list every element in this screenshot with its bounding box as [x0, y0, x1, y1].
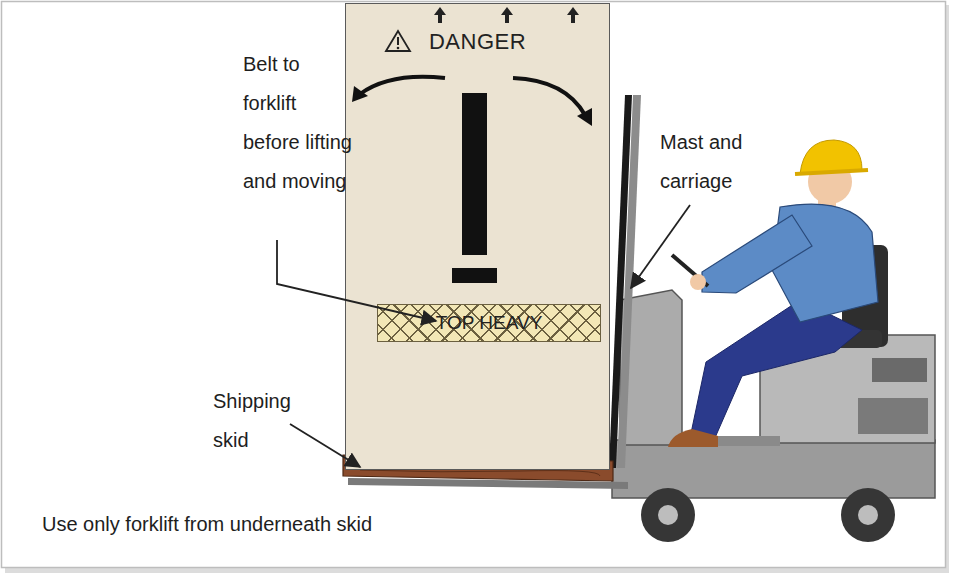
- tipping-arrowhead: [352, 86, 368, 102]
- leader-line: [631, 205, 690, 288]
- wood-grain: [360, 470, 600, 476]
- note-text: Use only forklift from underneath skid: [42, 505, 482, 544]
- callout-label: Mast and carriage: [660, 123, 770, 201]
- up-arrow: [434, 7, 446, 23]
- housing-panel: [872, 358, 927, 382]
- up-arrows: [434, 7, 579, 23]
- operator-hand: [690, 274, 706, 290]
- housing-panel: [858, 398, 928, 434]
- callout-label: Shipping skid: [213, 382, 305, 460]
- tipping-arrowhead: [577, 108, 592, 126]
- operator-legs: [690, 300, 862, 440]
- warning-triangle: [386, 31, 410, 51]
- front-wheel: [641, 488, 695, 542]
- base-bar: [452, 268, 497, 283]
- warning-text: DANGER: [346, 29, 609, 55]
- exclamation-dot: [397, 47, 400, 50]
- exclamation-mark: [397, 37, 399, 45]
- tipping-arrow: [360, 77, 445, 94]
- frame: [2, 2, 946, 568]
- center-bar: [462, 93, 487, 255]
- shipping-crate: DANGER TOP HEAVY: [345, 3, 610, 470]
- callout-label: Belt to forklift before lifting and movi…: [243, 45, 355, 201]
- belt-text: TOP HEAVY: [378, 305, 600, 340]
- operator-arm: [702, 215, 812, 293]
- up-arrow: [501, 7, 513, 23]
- belt-band: TOP HEAVY: [377, 304, 601, 342]
- wheel-hub: [658, 505, 678, 525]
- leader-line: [277, 240, 436, 321]
- mast-rail: [609, 95, 632, 468]
- tipping-arrow: [513, 78, 585, 115]
- up-arrow: [567, 7, 579, 23]
- operator-shoe: [668, 429, 718, 447]
- hat-brim: [795, 170, 868, 174]
- leader-line: [290, 424, 360, 467]
- rear-wheel: [841, 488, 895, 542]
- wheel-hub: [858, 505, 878, 525]
